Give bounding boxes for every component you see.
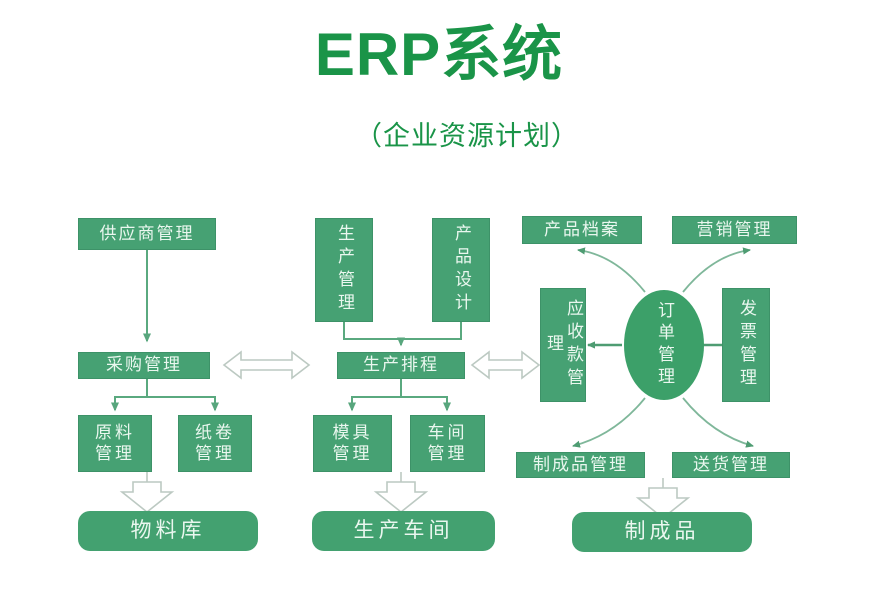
node-label: 应收款管理: [544, 299, 584, 391]
node-label: 产品设计: [452, 224, 472, 316]
node-production-schedule[interactable]: 生产排程: [337, 352, 465, 379]
node-workshop-mgmt[interactable]: 车间 管理: [410, 415, 485, 472]
node-label: 营销管理: [696, 219, 773, 239]
page-title: ERP系统: [314, 21, 564, 88]
node-label: 送货管理: [693, 454, 769, 474]
node-marketing-mgmt[interactable]: 营销管理: [672, 216, 797, 244]
node-product-archive[interactable]: 产品档案: [522, 216, 642, 244]
node-mold-mgmt[interactable]: 模具 管理: [313, 415, 392, 472]
node-production-workshop[interactable]: 生产车间: [312, 511, 495, 551]
node-label: 车间 管理: [427, 423, 468, 463]
node-label: 纸卷 管理: [195, 423, 235, 463]
node-label: 生产排程: [363, 355, 439, 375]
node-label: 制成品: [624, 519, 700, 543]
page-subtitle-text: （企业资源计划）: [355, 121, 579, 151]
node-label: 原料 管理: [95, 423, 135, 463]
node-finished-goods[interactable]: 制成品: [572, 512, 752, 552]
node-label: 物料库: [130, 518, 206, 542]
node-label: 订单管理: [655, 301, 675, 389]
node-finished-goods-mgmt[interactable]: 制成品管理: [516, 452, 645, 478]
node-label: 生产管理: [335, 224, 355, 316]
node-receivable-mgmt[interactable]: 应收款管理: [540, 288, 586, 402]
node-product-design[interactable]: 产品设计: [432, 218, 490, 322]
node-label: 供应商管理: [99, 223, 195, 243]
node-material-mgmt[interactable]: 原料 管理: [78, 415, 152, 472]
node-label: 发票管理: [737, 299, 757, 391]
node-label: 产品档案: [544, 219, 620, 239]
page-subtitle: （企业资源计划）: [0, 114, 878, 153]
node-paper-roll-mgmt[interactable]: 纸卷 管理: [178, 415, 252, 472]
node-supplier-mgmt[interactable]: 供应商管理: [78, 218, 216, 250]
node-purchase-mgmt[interactable]: 采购管理: [78, 352, 210, 379]
node-delivery-mgmt[interactable]: 送货管理: [672, 452, 790, 478]
node-label: 制成品管理: [533, 454, 628, 474]
node-label: 生产车间: [353, 518, 454, 542]
node-material-warehouse[interactable]: 物料库: [78, 511, 258, 551]
node-order-mgmt[interactable]: 订单管理: [624, 290, 704, 400]
node-production-mgmt[interactable]: 生产管理: [315, 218, 373, 322]
node-invoice-mgmt[interactable]: 发票管理: [722, 288, 770, 402]
node-label: 采购管理: [106, 355, 182, 375]
node-label: 模具 管理: [332, 423, 373, 463]
